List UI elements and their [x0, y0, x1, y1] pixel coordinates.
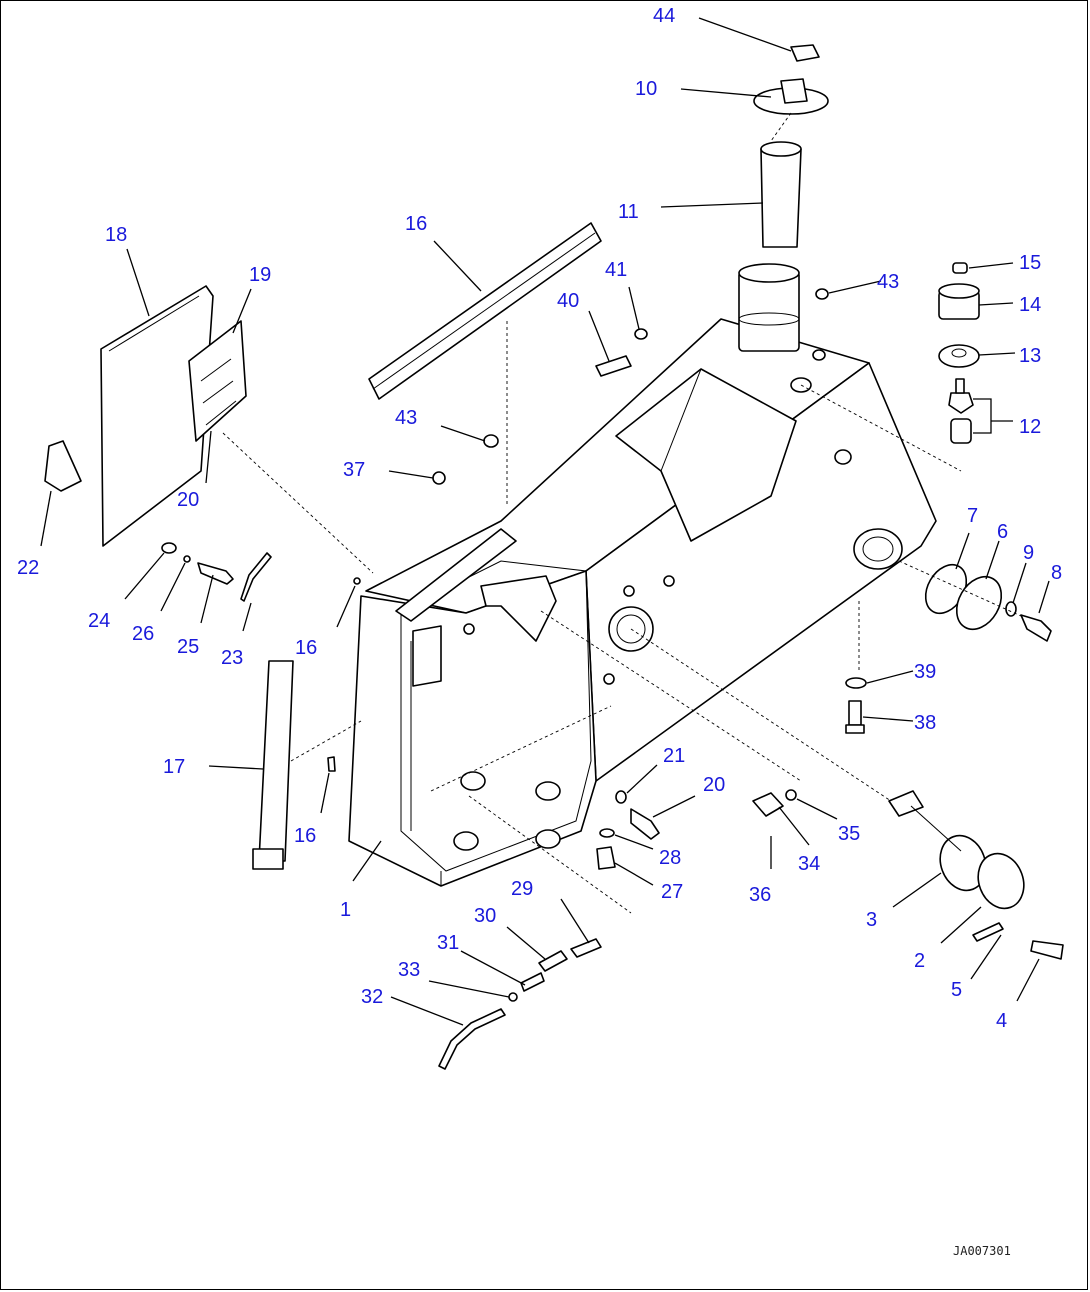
callout-18: 17: [163, 756, 185, 778]
callout-13: 13: [1019, 345, 1041, 367]
callout-16-top: 16: [295, 637, 317, 659]
part-44: [790, 44, 820, 62]
callout-33: 32: [361, 986, 383, 1008]
callout-40: 39: [914, 661, 936, 683]
callout-39: 38: [914, 712, 936, 734]
part-43-mid: [483, 434, 499, 448]
callout-27: 26: [132, 623, 154, 645]
part-5: [972, 922, 1004, 942]
callout-16-bottom: 16: [294, 825, 316, 847]
callout-21: 20: [703, 774, 725, 796]
part-24: [240, 552, 272, 602]
callout-10: 10: [635, 78, 657, 100]
callout-43-mid: 43: [395, 407, 417, 429]
callout-6: 6: [997, 521, 1008, 543]
callout-41: 40: [557, 290, 579, 312]
part-17: [368, 222, 602, 400]
callout-20-top: 19: [249, 264, 271, 286]
part-43-top: [815, 288, 829, 300]
part-15: [952, 262, 968, 274]
part-30: [570, 938, 602, 958]
part-42: [634, 328, 648, 340]
part-29: [599, 828, 615, 838]
part-11: [760, 141, 802, 248]
part-10: [753, 78, 829, 115]
part-9: [1005, 601, 1017, 617]
part-12: [948, 378, 974, 444]
callout-26: 25: [177, 636, 199, 658]
callout-38: 37: [343, 459, 365, 481]
part-34: [508, 992, 518, 1002]
callout-labels: 44 10 11 15 14 13 12 43 7 6 9 8 39 38 16…: [17, 5, 1062, 1032]
part-2: [977, 852, 1025, 910]
part-39: [845, 700, 865, 734]
part-35: [752, 792, 784, 817]
callout-36: 35: [838, 823, 860, 845]
callout-42: 41: [605, 259, 627, 281]
callout-3: 3: [866, 909, 877, 931]
callout-43-top: 43: [877, 271, 899, 293]
part-36: [785, 789, 797, 801]
callout-25: 24: [88, 610, 110, 632]
callout-14: 14: [1019, 294, 1041, 316]
callout-32: 31: [437, 932, 459, 954]
part-20: [188, 320, 247, 442]
callout-22: 21: [663, 745, 685, 767]
callout-9: 9: [1023, 542, 1034, 564]
callout-37: 36: [749, 884, 771, 906]
part-4: [1030, 940, 1064, 960]
callout-12: 12: [1019, 416, 1041, 438]
part-8: [1020, 614, 1052, 642]
part-21: [630, 808, 660, 840]
part-31: [538, 950, 568, 972]
callout-5: 5: [951, 979, 962, 1001]
part-14: [938, 283, 980, 320]
part-25: [161, 542, 177, 554]
part-28: [596, 846, 616, 870]
part-22: [615, 790, 627, 804]
callout-17: 16: [405, 213, 427, 235]
part-33: [438, 1008, 506, 1070]
part-23: [44, 440, 82, 492]
callout-1: 1: [340, 899, 351, 921]
callout-30: 29: [511, 878, 533, 900]
callout-44: 44: [653, 5, 675, 27]
callout-2: 2: [914, 950, 925, 972]
tank-body: [348, 263, 937, 887]
callout-31: 30: [474, 905, 496, 927]
callout-11: 11: [618, 201, 639, 223]
part-18: [252, 660, 294, 870]
callout-4: 4: [996, 1010, 1007, 1032]
callout-35: 34: [798, 853, 820, 875]
drawing-code: JA007301: [953, 1244, 1011, 1258]
part-40: [845, 677, 867, 689]
callout-28: 27: [661, 881, 683, 903]
callout-23: 22: [17, 557, 39, 579]
part-6: [955, 575, 1003, 631]
assembly-lines: [222, 112, 1022, 914]
callout-24: 23: [221, 647, 243, 669]
part-13: [938, 344, 980, 368]
part-26: [197, 562, 234, 585]
callout-34: 33: [398, 959, 420, 981]
callout-7: 7: [967, 505, 978, 527]
part-27: [183, 555, 191, 563]
callout-29: 28: [659, 847, 681, 869]
callout-15: 15: [1019, 252, 1041, 274]
part-38: [432, 471, 446, 485]
part-16-top: [353, 577, 361, 585]
part-16-bottom: [327, 756, 336, 772]
part-32: [520, 972, 545, 992]
callout-19: 18: [105, 224, 127, 246]
part-41: [595, 355, 632, 377]
leader-lines: [40, 17, 1050, 1026]
callout-20-bottom: 20: [177, 489, 199, 511]
part-3: [888, 790, 987, 892]
callout-8: 8: [1051, 562, 1062, 584]
